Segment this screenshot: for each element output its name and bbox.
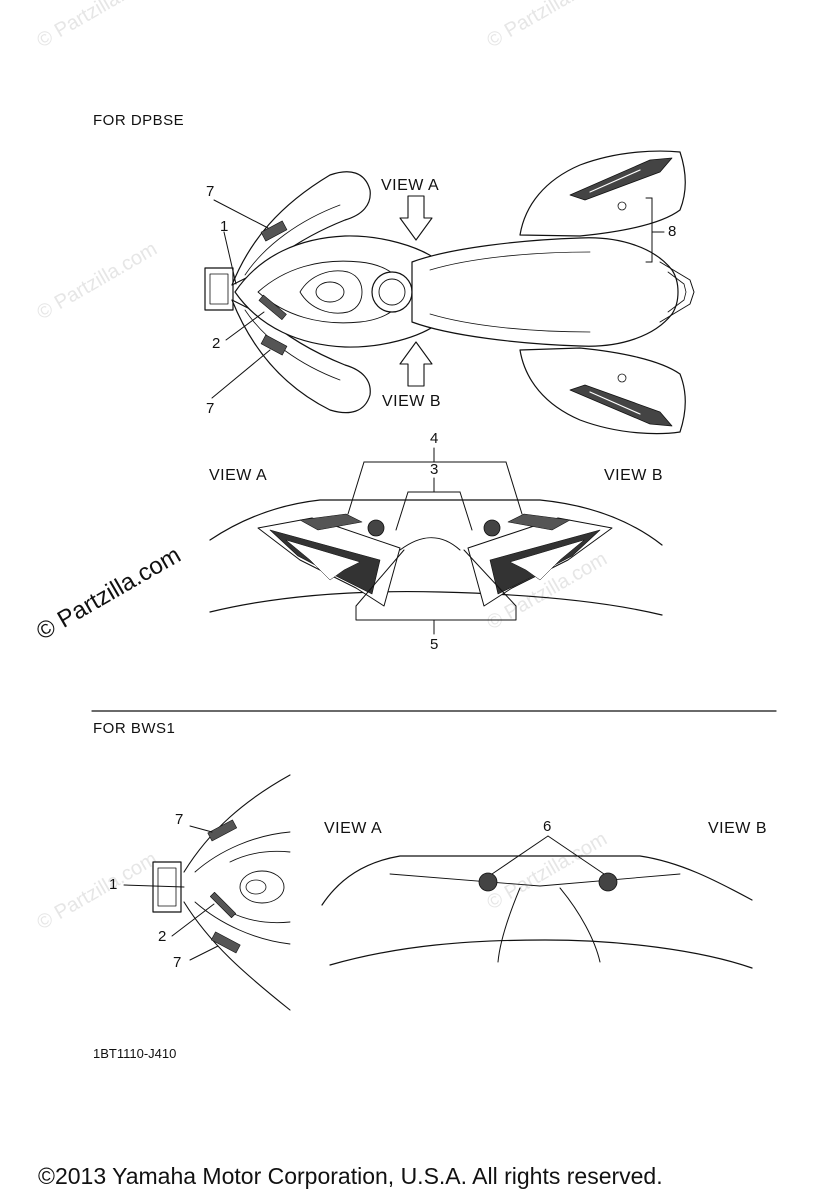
part-code: 1BT1110-J410 xyxy=(93,1046,177,1061)
view-a-label-detail: VIEW A xyxy=(209,467,268,484)
view-a-label-bottom: VIEW A xyxy=(324,820,383,837)
atv-top-view xyxy=(204,150,695,435)
copyright-notice: ©2013 Yamaha Motor Corporation, U.S.A. A… xyxy=(38,1163,663,1189)
callout-6: 6 xyxy=(543,818,552,835)
view-b-label-detail: VIEW B xyxy=(604,467,664,484)
callout-8: 8 xyxy=(668,223,677,240)
callout-5: 5 xyxy=(430,636,439,653)
view-arrows-top xyxy=(399,195,433,387)
view-b-label-bottom: VIEW B xyxy=(708,820,768,837)
callout-7: 7 xyxy=(206,183,215,200)
callout-7: 7 xyxy=(173,954,182,971)
section-title-bws1: FOR BWS1 xyxy=(93,720,176,737)
bws1-detail-view xyxy=(321,855,753,969)
callout-3: 3 xyxy=(430,461,439,478)
atv-front-partial xyxy=(152,774,291,1011)
leader-lines-bottom-right xyxy=(491,835,605,875)
view-b-label-top: VIEW B xyxy=(382,393,442,410)
view-a-label-top: VIEW A xyxy=(381,177,440,194)
callout-7: 7 xyxy=(175,811,184,828)
leader-lines-top xyxy=(211,197,665,399)
callout-2: 2 xyxy=(212,335,221,352)
callout-4: 4 xyxy=(430,430,439,447)
leader-lines-detail xyxy=(347,447,523,635)
callout-1: 1 xyxy=(220,218,229,235)
callout-7: 7 xyxy=(206,400,215,417)
leader-lines-bottom-left xyxy=(123,825,219,961)
section-title-dpbse: FOR DPBSE xyxy=(93,112,185,129)
callout-1: 1 xyxy=(109,876,118,893)
front-detail-view xyxy=(209,499,663,621)
callout-2: 2 xyxy=(158,928,167,945)
